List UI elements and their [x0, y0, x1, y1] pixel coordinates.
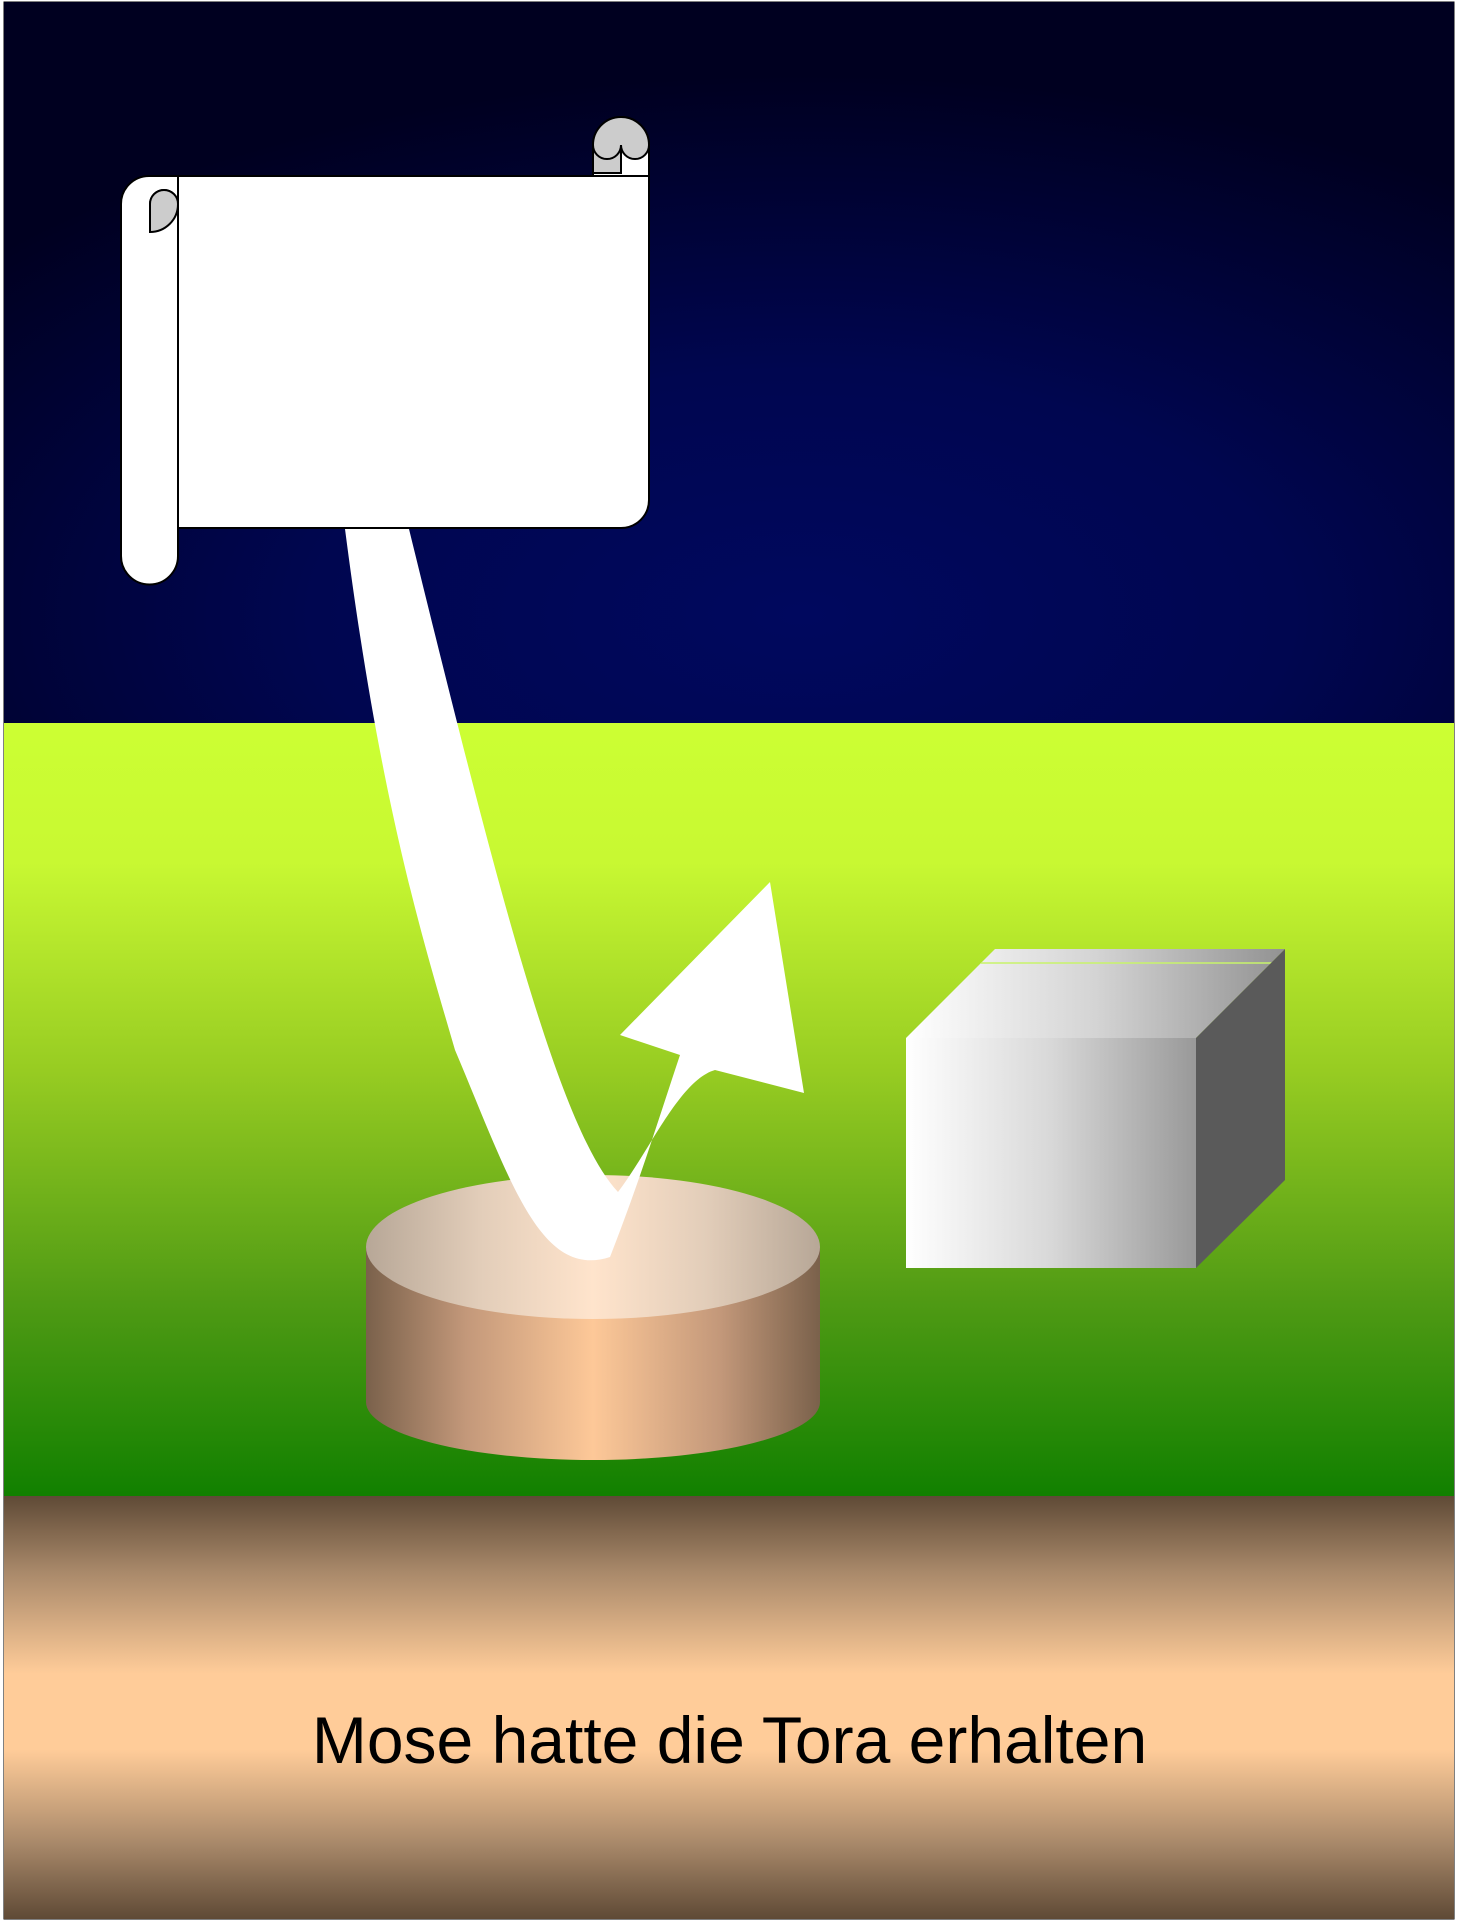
scroll-top-curl	[592, 116, 651, 174]
scroll-icon	[120, 116, 651, 586]
scroll-sheet	[148, 175, 650, 529]
caption: Mose hatte die Tora erhalten	[311, 1703, 1148, 1777]
cylinder-icon	[366, 1175, 820, 1460]
cube-front	[906, 1038, 1196, 1268]
scroll-left-roll	[120, 175, 179, 586]
ground-background	[4, 1496, 1454, 1919]
cube-side	[1196, 949, 1285, 1268]
cube-top	[906, 949, 1285, 1038]
cube-icon	[906, 949, 1285, 1268]
curved-arrow-icon	[345, 529, 804, 1261]
scroll-left-curl-fill	[149, 189, 180, 234]
